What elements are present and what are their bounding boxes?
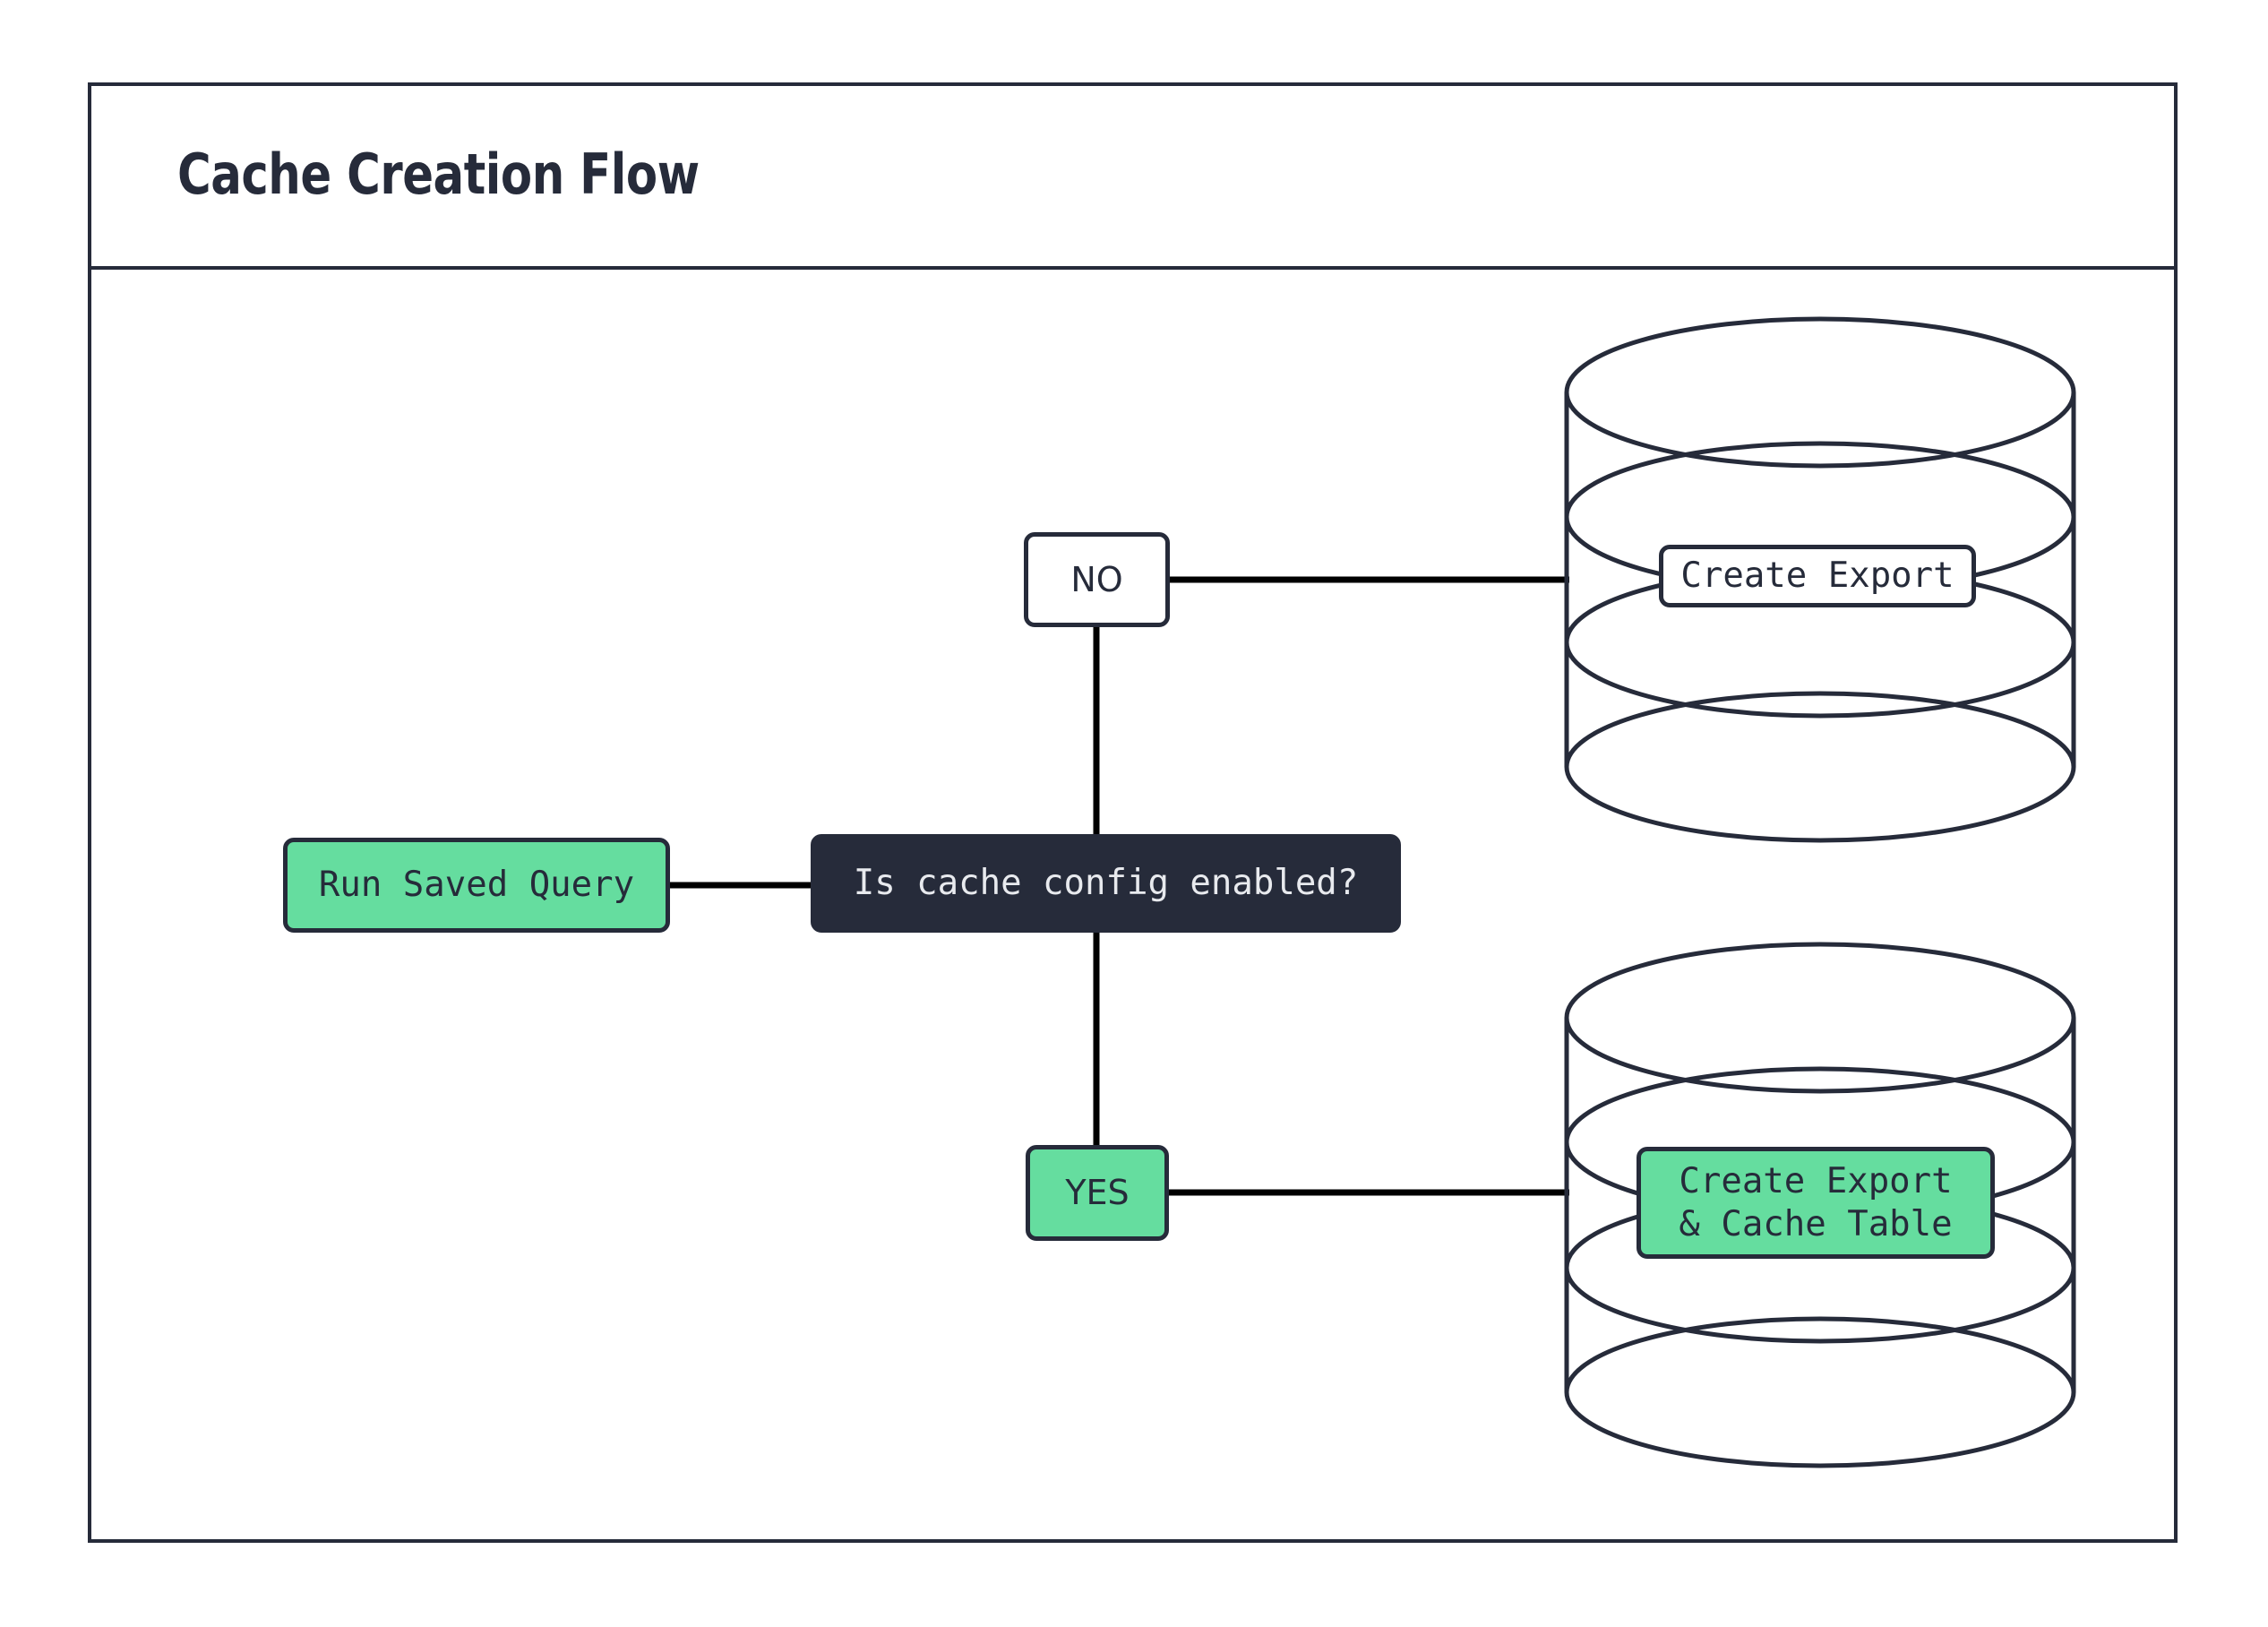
edge-label-yes[interactable]: YES bbox=[1026, 1145, 1169, 1241]
page-title: Cache Creation Flow bbox=[177, 142, 700, 207]
edge-label-no[interactable]: NO bbox=[1024, 532, 1170, 627]
database-cylinder-create-export bbox=[1563, 315, 2077, 844]
node-label-text: Create Export & Cache Table bbox=[1679, 1160, 1953, 1244]
node-run-saved-query[interactable]: Run Saved Query bbox=[283, 838, 670, 933]
diagram-title-bar: Cache Creation Flow bbox=[88, 82, 2178, 270]
database-icon bbox=[1564, 316, 2076, 843]
edge-label-text: NO bbox=[1070, 559, 1123, 599]
diagram-frame bbox=[88, 82, 2178, 1543]
edge-label-text: YES bbox=[1065, 1173, 1130, 1213]
node-label-text: Is cache config enabled? bbox=[853, 863, 1359, 904]
node-label-text: Run Saved Query bbox=[318, 865, 635, 906]
node-label-text: Create Export bbox=[1680, 555, 1954, 597]
node-is-cache-config-enabled[interactable]: Is cache config enabled? bbox=[811, 834, 1401, 933]
node-label-create-export[interactable]: Create Export bbox=[1659, 545, 1976, 607]
node-label-create-export-cache-table[interactable]: Create Export & Cache Table bbox=[1637, 1147, 1995, 1259]
